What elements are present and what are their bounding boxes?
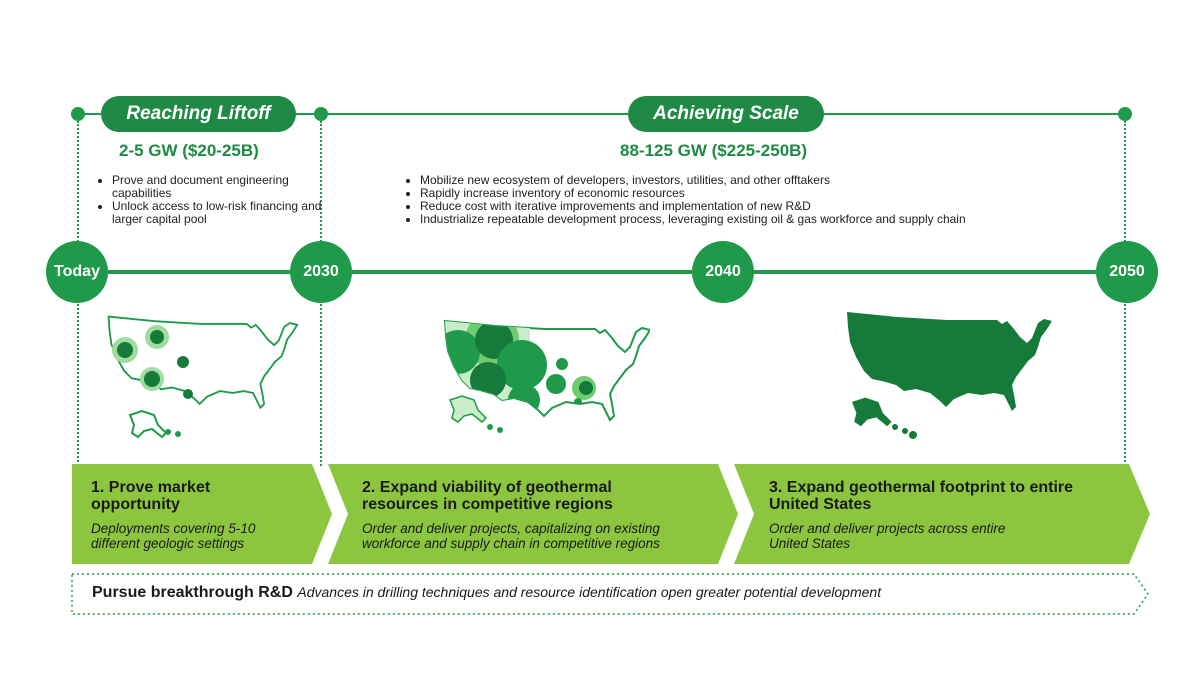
phase-marker-start — [71, 107, 85, 121]
bullet-item: Unlock access to low-risk financing and … — [112, 200, 327, 226]
site-circle — [165, 429, 171, 435]
rd-banner-outline — [71, 573, 1149, 615]
us-map-expand — [444, 320, 650, 433]
milestone-today: Today — [46, 241, 108, 303]
bullet-item: Reduce cost with iterative improvements … — [420, 200, 1120, 213]
site-circle — [144, 371, 160, 387]
site-circle — [487, 424, 493, 430]
rd-description: Advances in drilling techniques and reso… — [297, 584, 882, 600]
stage-desc-2: Order and deliver projects, capitalizing… — [362, 521, 660, 551]
site-circle — [175, 431, 181, 437]
site-circle — [177, 356, 189, 368]
site-circle — [508, 384, 540, 416]
site-circle — [183, 389, 193, 399]
phase-label-liftoff: Reaching Liftoff — [101, 96, 296, 132]
stage-chevron-2 — [328, 464, 738, 564]
rd-banner: Pursue breakthrough R&D Advances in dril… — [92, 584, 1132, 602]
phase-marker-2030 — [314, 107, 328, 121]
site-circle — [150, 330, 164, 344]
site-circle — [556, 358, 568, 370]
rd-title: Pursue breakthrough R&D — [92, 584, 293, 601]
phase-marker-end — [1118, 107, 1132, 121]
bullets-scale: Mobilize new ecosystem of developers, in… — [404, 174, 1120, 226]
capacity-scale: 88-125 GW ($225-250B) — [620, 141, 808, 160]
stage-title-3: 3. Expand geothermal footprint to entire… — [769, 479, 1074, 513]
stage-desc-1: Deployments covering 5-10 different geol… — [91, 521, 256, 551]
phase-label-scale: Achieving Scale — [628, 96, 824, 132]
milestone-2040: 2040 — [692, 241, 754, 303]
site-circle — [445, 330, 480, 374]
site-circle — [497, 427, 503, 433]
capacity-liftoff: 2-5 GW ($20-25B) — [119, 141, 259, 160]
stage-title-2: 2. Expand viability of geothermal resour… — [362, 479, 613, 513]
bullet-item: Rapidly increase inventory of economic r… — [420, 187, 1120, 200]
hawaii-island — [902, 428, 908, 434]
stage-desc-3: Order and deliver projects across entire… — [769, 521, 1006, 551]
bullet-item: Prove and document engineering capabilit… — [112, 174, 327, 200]
hawaii-island — [909, 431, 917, 439]
us-map-entire — [847, 312, 1052, 439]
stage-title-1: 1. Prove market opportunity — [91, 479, 211, 513]
milestone-2030: 2030 — [290, 241, 352, 303]
site-circle — [117, 342, 133, 358]
site-circle — [497, 340, 547, 390]
stage-chevron-3 — [734, 464, 1150, 564]
timeline-axis — [100, 270, 1130, 274]
hawaii-island — [892, 424, 898, 430]
bullet-item: Industrialize repeatable development pro… — [420, 213, 1120, 226]
milestone-2050: 2050 — [1096, 241, 1158, 303]
us-map-liftoff — [107, 315, 299, 438]
bullet-item: Mobilize new ecosystem of developers, in… — [420, 174, 1120, 187]
site-circle — [470, 362, 506, 398]
site-circle — [579, 381, 593, 395]
bullets-liftoff: Prove and document engineering capabilit… — [96, 174, 327, 226]
stage-chevron-1 — [72, 464, 332, 564]
site-circle — [546, 374, 566, 394]
